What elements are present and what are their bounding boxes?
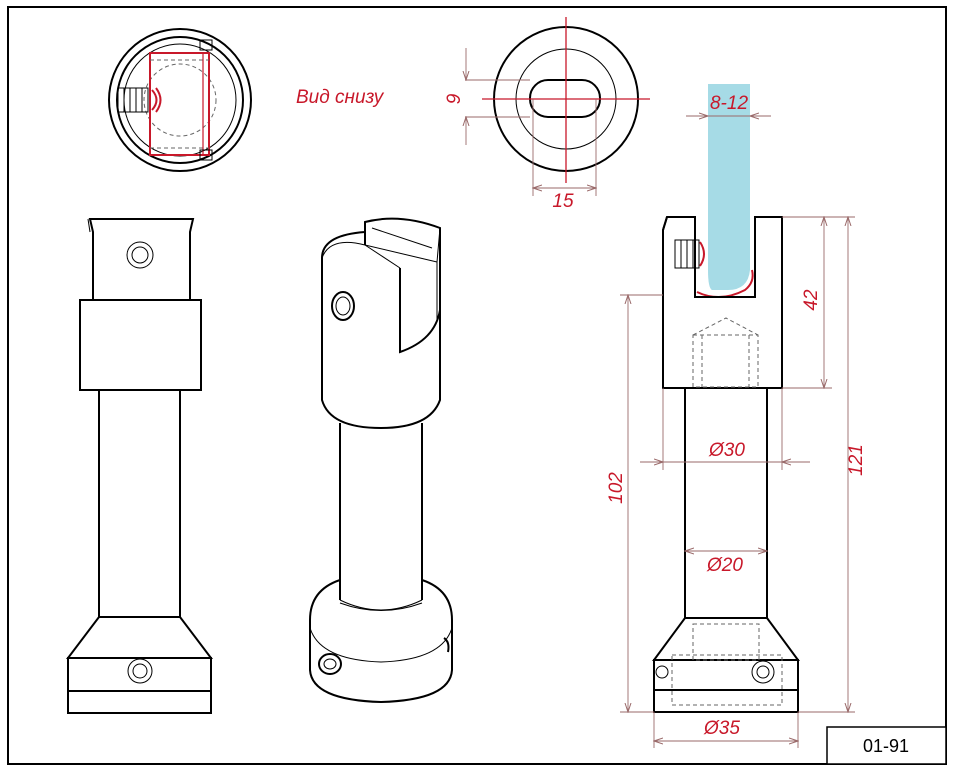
body-height-label: 102 bbox=[606, 472, 627, 504]
total-height-label: 121 bbox=[846, 444, 867, 476]
bottom-view-label: Вид снизу bbox=[296, 87, 385, 108]
iso-view bbox=[309, 217, 453, 704]
slot-width-label: 15 bbox=[552, 191, 574, 212]
bottom-view: 9 15 bbox=[444, 17, 650, 212]
top-view bbox=[108, 28, 252, 172]
front-view bbox=[65, 218, 214, 714]
slot-height-label: 9 bbox=[444, 93, 465, 104]
tube-diameter-label: Ø20 bbox=[706, 555, 743, 576]
head-diameter-label: Ø30 bbox=[708, 440, 745, 461]
glass-panel bbox=[708, 84, 750, 290]
part-code-box: 01-91 bbox=[826, 726, 947, 765]
clamp-height-label: 42 bbox=[801, 289, 822, 311]
part-code: 01-91 bbox=[863, 736, 909, 756]
base-diameter-label: Ø35 bbox=[703, 718, 740, 739]
sheet-frame bbox=[7, 6, 947, 765]
glass-thickness-label: 8-12 bbox=[710, 93, 748, 114]
section-view: 8-12 42 121 102 Ø30 Ø20 Ø35 bbox=[606, 84, 867, 748]
